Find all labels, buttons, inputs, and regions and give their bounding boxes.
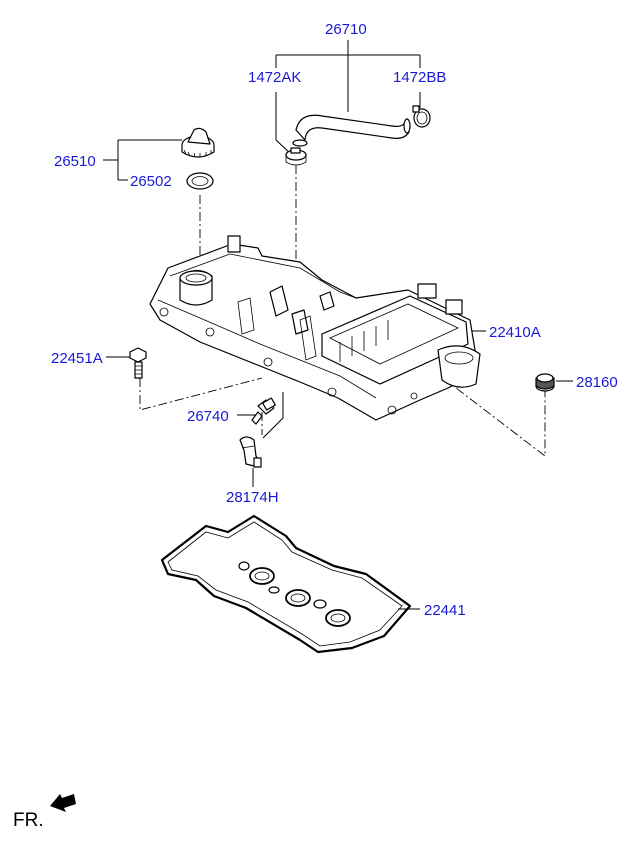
label-22451A: 22451A	[51, 350, 103, 367]
pcv-valve	[251, 397, 276, 425]
label-1472BB: 1472BB	[393, 69, 446, 86]
breather-hose	[292, 114, 411, 147]
cap-gasket	[186, 172, 214, 190]
label-28160: 28160	[576, 374, 618, 391]
front-indicator: FR.	[13, 794, 76, 831]
label-26710: 26710	[325, 21, 367, 38]
oil-filler-cap	[181, 127, 215, 158]
leader-lines	[103, 40, 573, 610]
hose-clip	[239, 436, 262, 468]
label-1472AK: 1472AK	[248, 69, 301, 86]
cover-bolt	[129, 347, 147, 379]
label-22441: 22441	[424, 602, 466, 619]
rocker-cover	[149, 235, 481, 421]
fr-label: FR.	[13, 810, 44, 831]
label-22410A: 22410A	[489, 324, 541, 341]
hose-clamp-left	[285, 147, 307, 166]
label-26740: 26740	[187, 408, 229, 425]
grommet	[535, 373, 555, 392]
cover-gasket	[160, 514, 412, 654]
arrow-left-down-icon	[50, 794, 76, 812]
label-26510: 26510	[54, 153, 96, 170]
label-28174H: 28174H	[226, 489, 279, 506]
hose-clamp-right	[412, 105, 431, 128]
label-26502: 26502	[130, 173, 172, 190]
